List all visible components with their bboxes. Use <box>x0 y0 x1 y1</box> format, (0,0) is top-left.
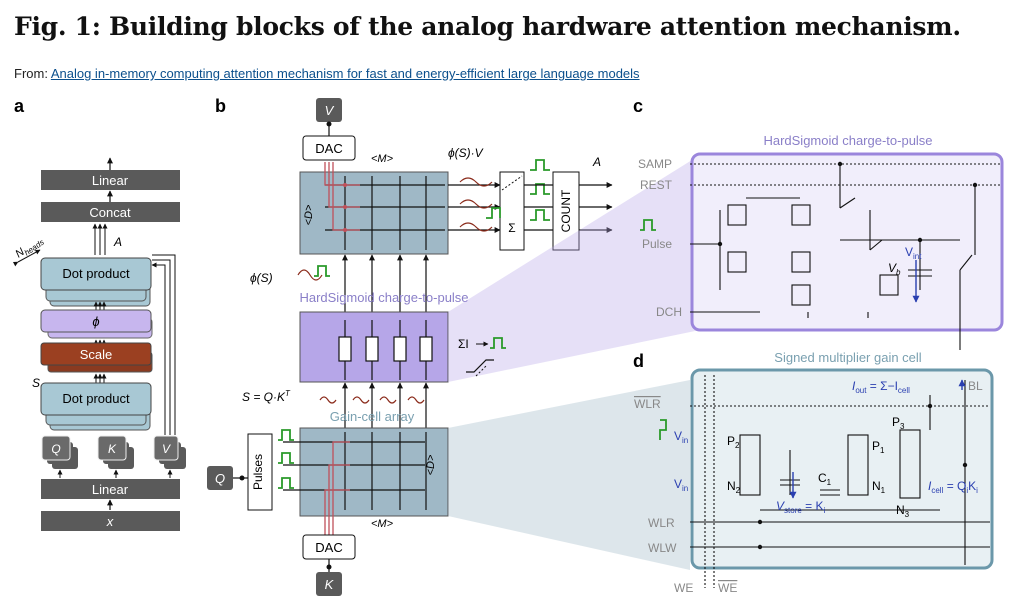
panel-c: HardSigmoid charge-to-pulse SAMP REST Pu… <box>638 133 1004 350</box>
sum-i-label: ΣI <box>458 337 469 351</box>
zoom-wedge-d <box>448 380 690 570</box>
linear-top-label: Linear <box>92 173 129 188</box>
a-attention-label: A <box>113 235 122 249</box>
m-top-label: <M> <box>371 153 394 165</box>
vstore-label: Vstore = Ki <box>776 499 826 515</box>
samp-label: SAMP <box>638 157 672 171</box>
scale-block <box>40 342 152 366</box>
v-input-block <box>316 98 342 122</box>
panel-label-c: c <box>633 96 643 116</box>
phi-label: ϕ <box>92 314 99 329</box>
s-label: S <box>32 376 40 390</box>
pulses-label: Pulses <box>251 454 265 490</box>
phi-block <box>40 309 152 333</box>
x-label: x <box>106 514 114 529</box>
article-link[interactable]: Analog in-memory computing attention mec… <box>50 66 640 81</box>
dot-product-bottom-block <box>40 382 152 416</box>
k-label: K <box>108 442 117 456</box>
iout-label: Iout = Σ−Icell <box>852 379 910 395</box>
d-bottom-label: <D> <box>425 454 437 475</box>
x-input-block <box>41 511 180 531</box>
n2-label: N2 <box>727 479 741 495</box>
concat-label: Concat <box>89 205 131 220</box>
b-k-label: K <box>325 577 335 592</box>
rest-label: REST <box>640 178 673 192</box>
panel-label-b: b <box>215 96 226 116</box>
pulse-label: Pulse <box>642 237 672 251</box>
vin1-label: Vin <box>674 429 688 445</box>
from-label: From: <box>14 66 51 81</box>
k-input-block <box>316 572 342 596</box>
panel-c-title: HardSigmoid charge-to-pulse <box>763 133 932 148</box>
dot-product-top-block <box>40 257 152 291</box>
count-label: COUNT <box>559 189 573 232</box>
figure-title: Fig. 1: Building blocks of the analog ha… <box>14 12 961 41</box>
b-v-label: V <box>325 103 335 118</box>
wlr-bar-label: WLR <box>634 397 661 411</box>
phis-v-label: ϕ(S)·V <box>448 146 484 160</box>
vint-label: Vint <box>905 245 922 261</box>
gain-cell-circuit-box <box>690 368 994 570</box>
panel-d-title: Signed multiplier gain cell <box>774 350 922 365</box>
bl-label: BL <box>968 379 983 393</box>
count-block <box>552 171 580 251</box>
figure-diagram: a b c d Linear Concat A Nheads Dot produ… <box>12 96 1004 596</box>
dch-label: DCH <box>656 305 682 319</box>
linear-top-block <box>41 170 180 190</box>
b-q-label: Q <box>215 471 225 486</box>
panel-label-a: a <box>14 96 25 116</box>
wlr-label: WLR <box>648 516 675 530</box>
panel-d: Signed multiplier gain cell WLR WLR WLW … <box>634 350 994 595</box>
linear-bottom-block <box>41 479 180 499</box>
hardsigmoid-circuit-box <box>690 152 1004 332</box>
vb-label: Vb <box>888 261 901 277</box>
dac-bottom-label: DAC <box>315 540 342 555</box>
n-heads-label: Nheads <box>13 234 45 263</box>
q-label: Q <box>51 442 60 456</box>
dac-top-block <box>302 135 356 161</box>
vin2-label: Vin <box>674 477 688 493</box>
n3-label: N3 <box>896 503 910 519</box>
dac-top-label: DAC <box>315 141 342 156</box>
dot-product-top-label: Dot product <box>62 266 130 281</box>
hardsigmoid-label: HardSigmoid charge-to-pulse <box>299 290 468 305</box>
d-top-label: <D> <box>303 204 315 225</box>
top-crossbar-array <box>299 171 449 255</box>
panel-b: V DAC <M> <D> ϕ(S)·V <box>207 98 700 596</box>
v-label: V <box>162 442 171 456</box>
sum-label: Σ <box>508 221 515 235</box>
k-block <box>97 435 127 461</box>
q-input-block <box>207 466 233 490</box>
source-line: From: Analog in-memory computing attenti… <box>14 66 640 81</box>
gain-cell-label: Gain-cell array <box>330 409 415 424</box>
we-bar-label: WE <box>718 581 737 595</box>
b-a-label: A <box>592 155 601 169</box>
n1-label: N1 <box>872 479 886 495</box>
panel-label-d: d <box>633 351 644 371</box>
pulses-block <box>247 433 273 511</box>
p1-label: P1 <box>872 439 885 455</box>
wlw-label: WLW <box>648 541 677 555</box>
c1-label: C1 <box>818 471 832 487</box>
s-eq-label: S = Q·KT <box>242 389 291 404</box>
m-bottom-label: <M> <box>371 518 394 530</box>
sum-block <box>499 171 525 251</box>
zoom-wedge-c <box>448 155 700 382</box>
phis-label: ϕ(S) <box>250 271 273 285</box>
scale-label: Scale <box>80 347 113 362</box>
panel-a: Linear Concat A Nheads Dot product ϕ <box>12 157 186 531</box>
icell-label: Icell = QiKi <box>928 479 978 495</box>
dot-product-bottom-label: Dot product <box>62 391 130 406</box>
p2-label: P2 <box>727 434 740 450</box>
p3-label: P3 <box>892 415 905 431</box>
q-block <box>41 435 71 461</box>
concat-block <box>41 202 180 222</box>
we-label: WE <box>674 581 693 595</box>
v-block <box>153 435 179 461</box>
linear-bottom-label: Linear <box>92 482 129 497</box>
